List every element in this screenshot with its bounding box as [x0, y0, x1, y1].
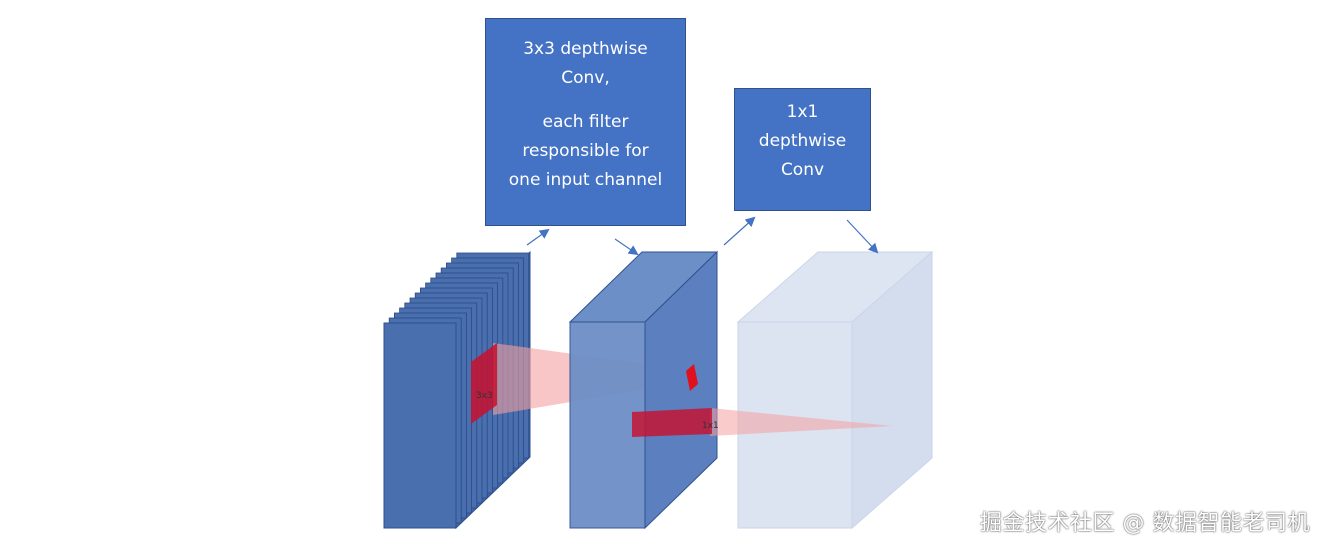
box1-line3: each filter [542, 112, 629, 132]
kernel-3x3 [471, 343, 497, 424]
box1-line2: Conv, [561, 68, 610, 88]
box2-line3: Conv [780, 160, 825, 180]
pointwise-output-block [736, 250, 934, 530]
pointwise-beam [710, 408, 892, 436]
arrow-box1-to-block2 [614, 238, 639, 256]
depthwise-output-block [568, 250, 719, 530]
box1-line4: responsible for [522, 141, 649, 161]
watermark-text: 掘金技术社区 @ 数据智能老司机 [980, 511, 1310, 536]
kernel-1x1 [632, 408, 712, 437]
kernel-3x3-label: 3x3 [476, 391, 493, 401]
kernel-1x1-label: 1x1 [702, 421, 719, 431]
arrow-input-to-box1 [526, 228, 550, 246]
depthwise-output-point [686, 364, 698, 391]
depthwise-conv-box: 3x3 depthwise Conv, each filter responsi… [485, 18, 686, 226]
arrow-block2-to-box2 [723, 216, 756, 246]
pointwise-conv-box: 1x1 depthwise Conv [734, 88, 871, 211]
box2-line1: 1x1 [786, 102, 819, 122]
box2-line2: depthwise [758, 131, 847, 151]
box1-line5: one input channel [508, 170, 663, 190]
arrow-box2-to-block3 [846, 219, 879, 254]
box1-line1: 3x3 depthwise [523, 39, 648, 59]
